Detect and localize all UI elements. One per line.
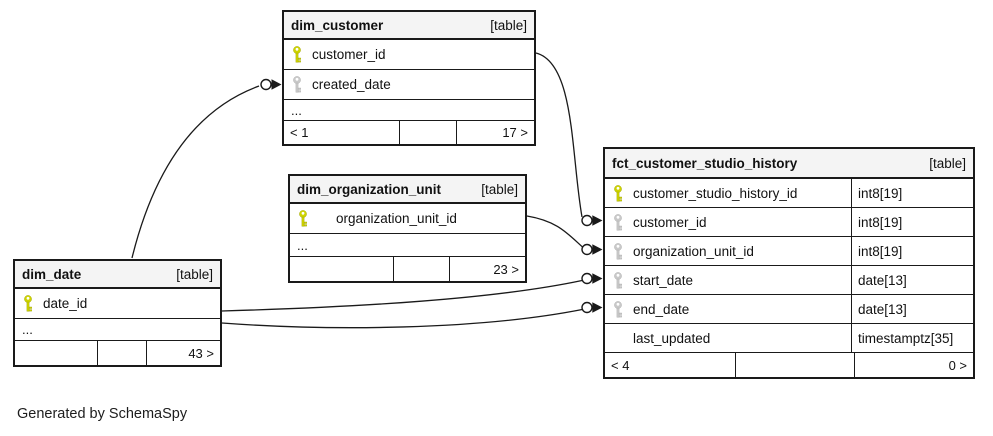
table-dim-organization-unit: dim_organization_unit [table] organizati… <box>288 174 527 283</box>
column-row-customer-id[interactable]: customer_id <box>284 40 534 70</box>
parent-count <box>15 341 97 365</box>
more-columns-ellipsis: ... <box>284 100 534 121</box>
edge-dot <box>260 78 272 91</box>
column-name: organization_unit_id <box>336 211 457 226</box>
edge-dimdate-fct-start <box>221 279 583 312</box>
column-row-organization-unit-id[interactable]: organization_unit_id <box>290 204 525 234</box>
primary-key-icon <box>22 295 34 312</box>
table-footer: 43 > <box>15 341 220 365</box>
column-name: customer_studio_history_id <box>633 185 798 201</box>
table-title: dim_customer <box>291 17 384 33</box>
table-dim-date: dim_date [table] date_id ... 43 > <box>13 259 222 367</box>
primary-key-icon <box>612 184 624 202</box>
column-row-end-date[interactable]: end_date date[13] <box>605 295 973 324</box>
table-badge: [table] <box>176 266 213 282</box>
footer-spacer <box>735 353 855 377</box>
parent-count: < 1 <box>290 125 309 140</box>
table-fct-customer-studio-history: fct_customer_studio_history [table] cust… <box>603 147 975 379</box>
generated-by-note: Generated by SchemaSpy <box>17 406 188 422</box>
child-count: 17 > <box>502 125 528 140</box>
foreign-key-icon <box>612 300 624 318</box>
foreign-key-icon <box>612 271 624 289</box>
foreign-key-icon <box>612 242 624 260</box>
column-name: customer_id <box>633 214 707 230</box>
column-type: int8[19] <box>851 237 973 265</box>
column-row-organization-unit-id[interactable]: organization_unit_id int8[19] <box>605 237 973 266</box>
table-title: dim_date <box>22 266 82 282</box>
edge-dot <box>581 272 593 285</box>
table-dim-customer: dim_customer [table] customer_id created… <box>282 10 536 146</box>
footer-spacer <box>97 341 147 365</box>
edge-dot <box>581 301 593 314</box>
column-row-last-updated[interactable]: last_updated timestamptz[35] <box>605 324 973 353</box>
table-header-dim-date[interactable]: dim_date [table] <box>15 261 220 289</box>
edge-dimdate-dimcustomer <box>131 85 260 259</box>
column-name: date_id <box>43 296 88 311</box>
more-columns-ellipsis: ... <box>290 234 525 257</box>
no-key-spacer <box>612 330 624 347</box>
parent-count: < 4 <box>611 357 630 373</box>
edge-dot <box>581 243 593 256</box>
column-name: customer_id <box>312 47 386 62</box>
column-type: timestamptz[35] <box>851 324 973 352</box>
table-header-fct-customer-studio-history[interactable]: fct_customer_studio_history [table] <box>605 149 973 179</box>
child-count: 23 > <box>493 261 519 277</box>
table-header-dim-organization-unit[interactable]: dim_organization_unit [table] <box>290 176 525 204</box>
table-badge: [table] <box>929 155 966 171</box>
child-count: 43 > <box>188 345 214 361</box>
primary-key-icon <box>291 46 303 63</box>
table-title: fct_customer_studio_history <box>612 155 798 171</box>
column-type: date[13] <box>851 266 973 294</box>
edge-arrowhead <box>592 302 603 313</box>
edge-arrowhead <box>592 215 603 226</box>
column-type: int8[19] <box>851 208 973 236</box>
column-row-created-date[interactable]: created_date <box>284 70 534 100</box>
footer-spacer <box>399 121 457 144</box>
column-name: organization_unit_id <box>633 243 754 259</box>
edge-arrowhead <box>592 244 603 255</box>
column-row-customer-id[interactable]: customer_id int8[19] <box>605 208 973 237</box>
parent-count <box>290 257 393 281</box>
column-row-date-id[interactable]: date_id <box>15 289 220 319</box>
edge-arrowhead <box>592 273 603 284</box>
edge-dimorg-fct <box>526 215 583 248</box>
table-header-dim-customer[interactable]: dim_customer [table] <box>284 12 534 40</box>
footer-spacer <box>393 257 450 281</box>
column-type: date[13] <box>851 295 973 323</box>
column-row-start-date[interactable]: start_date date[13] <box>605 266 973 295</box>
foreign-key-icon <box>291 76 303 93</box>
column-name: created_date <box>312 77 391 92</box>
edge-dot <box>581 214 593 227</box>
foreign-key-icon <box>612 213 624 231</box>
table-footer: 23 > <box>290 257 525 281</box>
column-name: start_date <box>633 272 694 288</box>
child-count: 0 > <box>948 357 967 373</box>
edge-dimcustomer-fct <box>535 52 583 218</box>
table-badge: [table] <box>481 181 518 197</box>
edge-dimdate-fct-end <box>221 308 583 329</box>
edge-arrowhead <box>271 79 282 90</box>
primary-key-icon <box>297 210 309 227</box>
column-name: last_updated <box>633 330 711 346</box>
more-columns-ellipsis: ... <box>15 319 220 341</box>
column-name: end_date <box>633 301 690 317</box>
column-type: int8[19] <box>851 179 973 207</box>
table-footer: < 1 17 > <box>284 121 534 144</box>
column-row-customer-studio-history-id[interactable]: customer_studio_history_id int8[19] <box>605 179 973 208</box>
table-footer: < 4 0 > <box>605 353 973 377</box>
table-badge: [table] <box>490 17 527 33</box>
table-title: dim_organization_unit <box>297 181 442 197</box>
